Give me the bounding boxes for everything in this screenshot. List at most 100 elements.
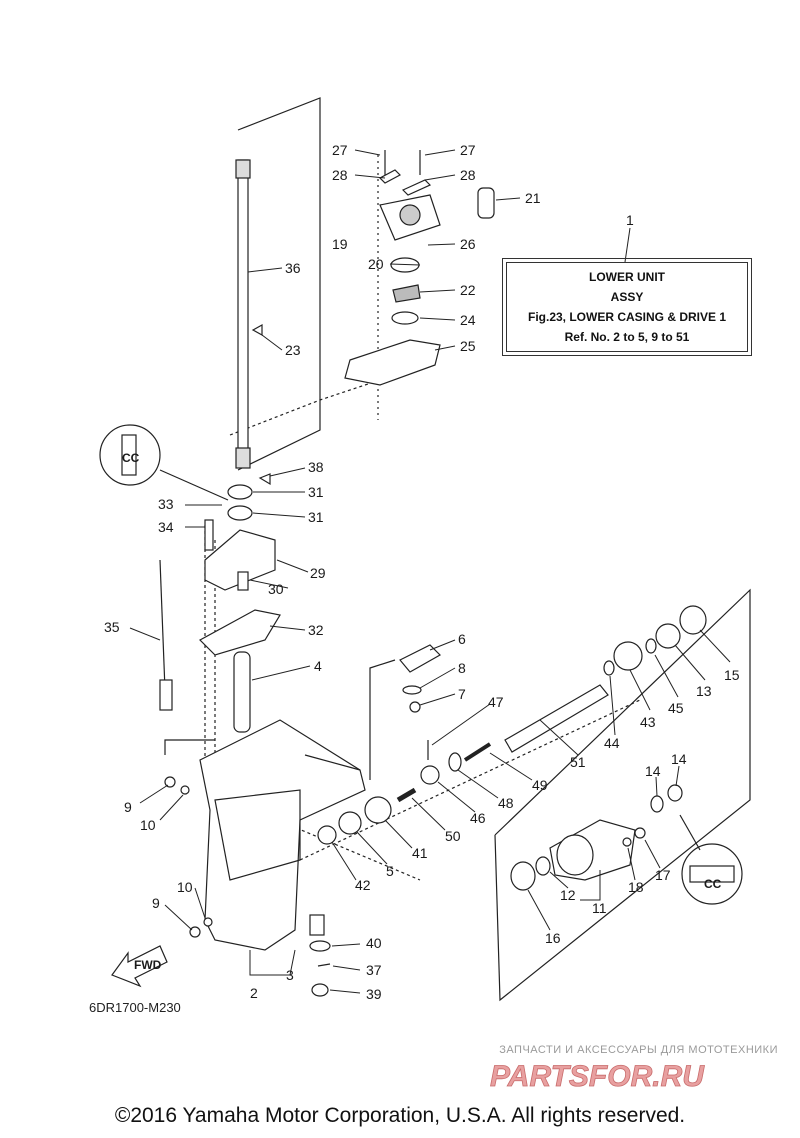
callout-40: 40 (366, 935, 382, 951)
callout-14b: 14 (671, 751, 687, 767)
callout-21: 21 (525, 190, 541, 206)
seal-42 (317, 825, 337, 845)
fwd-arrow: FWD (111, 945, 168, 988)
clip-38 (258, 473, 271, 486)
bearing-31a (227, 484, 253, 500)
watermark-caption: ЗАПЧАСТИ И АКСЕССУАРЫ ДЛЯ МОТОТЕХНИКИ (499, 1044, 778, 1056)
screw-7 (409, 701, 421, 713)
watermark-logo-text: PARTSFOR.RU (490, 1060, 705, 1092)
callout-8: 8 (458, 660, 466, 676)
callout-9b: 9 (152, 895, 160, 911)
callout-13: 13 (696, 683, 712, 699)
info-line-2: ASSY (610, 290, 644, 304)
spring-49 (463, 742, 492, 762)
callout-33: 33 (158, 496, 174, 512)
callout-25: 25 (460, 338, 476, 354)
oring-14a (650, 795, 664, 813)
washer-10a (180, 785, 190, 795)
water-tube-4 (233, 651, 251, 733)
gasket-32 (199, 609, 281, 656)
nut-39 (311, 983, 329, 997)
callout-44: 44 (604, 735, 620, 751)
washer-40 (309, 940, 331, 952)
washer-10b (203, 917, 213, 927)
watermark-logo: PARTSFOR.RU (490, 1060, 706, 1092)
bearing-31b (227, 505, 253, 521)
propshaft-group-bracket (494, 588, 751, 1002)
washer-45 (645, 638, 657, 654)
shift-rod-35 (159, 559, 166, 691)
callout-14a: 14 (645, 763, 661, 779)
callout-27b: 27 (460, 142, 476, 158)
callout-47: 47 (488, 694, 504, 710)
callout-49: 49 (532, 777, 548, 793)
callout-6: 6 (458, 631, 466, 647)
callout-36: 36 (285, 260, 301, 276)
oring-14b (667, 784, 683, 802)
lower-unit-info-box: LOWER UNIT ASSY Fig.23, LOWER CASING & D… (502, 258, 752, 356)
callout-9a: 9 (124, 799, 132, 815)
callout-17: 17 (655, 867, 671, 883)
lower-casing (199, 719, 366, 951)
water-pump-housing (344, 150, 495, 386)
callout-3: 3 (286, 967, 294, 983)
callout-29: 29 (310, 565, 326, 581)
callout-19: 19 (332, 236, 348, 252)
callout-35: 35 (104, 619, 120, 635)
drive-shaft (235, 159, 251, 469)
copyright-notice: ©2016 Yamaha Motor Corporation, U.S.A. A… (114, 1104, 686, 1127)
callout-18: 18 (628, 879, 644, 895)
oring-16 (510, 861, 536, 891)
bolt-17 (634, 827, 646, 839)
bearing-housing-29 (204, 529, 276, 591)
bolt-9b (189, 926, 201, 938)
callout-38: 38 (308, 459, 324, 475)
callout-43: 43 (640, 714, 656, 730)
callout-24: 24 (460, 312, 476, 328)
washer-18 (622, 837, 632, 847)
shift-plunger-50 (396, 787, 417, 803)
ring-48 (448, 752, 462, 772)
callout-30: 30 (268, 581, 284, 597)
callout-27a: 27 (332, 142, 348, 158)
gear-group-bracket (369, 659, 396, 780)
info-line-3: Fig.23, LOWER CASING & DRIVE 1 (527, 310, 727, 324)
callout-5: 5 (386, 863, 394, 879)
callout-2: 2 (250, 985, 258, 1001)
callout-31b: 31 (308, 509, 324, 525)
callout-28b: 28 (460, 167, 476, 183)
cc-detail-top: CC (99, 424, 229, 501)
callout-7: 7 (458, 686, 466, 702)
callout-15: 15 (724, 667, 740, 683)
seal-12 (535, 856, 551, 876)
clip-37 (317, 963, 331, 967)
callout-46: 46 (470, 810, 486, 826)
callout-1: 1 (626, 212, 634, 228)
callout-51: 51 (570, 754, 586, 770)
callout-48: 48 (498, 795, 514, 811)
info-line-4: Ref. No. 2 to 5, 9 to 51 (564, 330, 690, 344)
bearing-5 (338, 811, 362, 835)
callout-45: 45 (668, 700, 684, 716)
lower-assembly-bracket (164, 739, 215, 755)
callout-22: 22 (460, 282, 476, 298)
callout-42: 42 (355, 877, 371, 893)
bolt-9a (164, 776, 176, 788)
clutch-46 (420, 765, 440, 785)
callout-10b: 10 (177, 879, 193, 895)
callout-39: 39 (366, 986, 382, 1002)
callout-41: 41 (412, 845, 428, 861)
cc-label-top: CC (122, 451, 140, 465)
drive-shaft-group-bracket (237, 97, 321, 471)
water-pump-leader (229, 369, 411, 436)
fwd-label: FWD (134, 958, 162, 972)
oring-15 (679, 605, 707, 635)
bearing-13 (655, 623, 681, 649)
callout-11: 11 (592, 900, 607, 916)
gear-43 (613, 641, 643, 671)
callout-32: 32 (308, 622, 324, 638)
callout-10a: 10 (140, 817, 156, 833)
washer-44 (603, 660, 615, 676)
callout-4: 4 (314, 658, 322, 674)
